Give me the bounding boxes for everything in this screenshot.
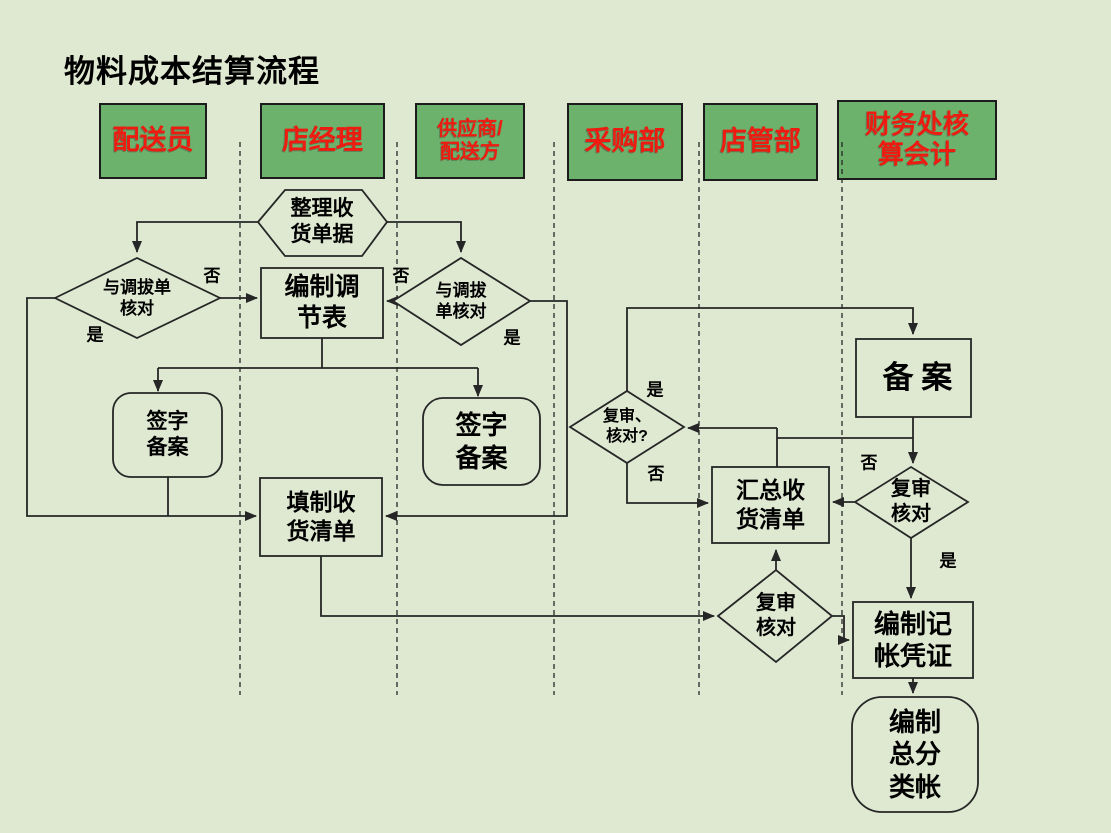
- label-check-transfer-left: 与调拔单 核对: [103, 277, 171, 318]
- edge-label-left-no: 否: [203, 266, 221, 286]
- edge-organize-to-right-check: [387, 221, 466, 253]
- edge-label-reviewq-yes: 是: [646, 380, 664, 400]
- label-fill-receiving-list: 填制收 货清单: [286, 489, 356, 544]
- page-title: 物料成本结算流程: [64, 54, 320, 89]
- rounded-sign-file-left: [112, 392, 223, 478]
- edge-label-right-no: 否: [392, 266, 410, 286]
- label-prepare-voucher: 编制记 帐凭证: [873, 608, 952, 672]
- lane-header-finance-accountant: 财务处核 算会计: [837, 100, 997, 180]
- edge-reviewq-yes-to-filing: [626, 307, 918, 391]
- rect-prepare-adjustment: [260, 267, 384, 339]
- label-organize-receipts: 整理收 货单据: [290, 196, 354, 246]
- label-prepare-general-ledger: 编制 总分 类帐: [888, 706, 941, 802]
- lane-divider-lines: [239, 142, 843, 695]
- label-sign-file-left: 签字 备案: [146, 409, 189, 459]
- edge-organize-to-left-check: [132, 221, 258, 253]
- lane-header-store-mgmt-dept: 店管部: [703, 103, 818, 181]
- label-sign-file-right: 签字 备案: [455, 410, 508, 473]
- hexagon-organize-receipts: [256, 189, 389, 257]
- lane-header-store-manager: 店经理: [260, 103, 385, 179]
- edge-label-reviewq-no: 否: [647, 464, 665, 484]
- diamond-check-transfer-right: [391, 256, 532, 347]
- rect-fill-receiving-list: [259, 477, 383, 557]
- diamond-review-check-finance: [853, 465, 970, 540]
- rounded-sign-file-right: [422, 397, 541, 486]
- rect-summary-receiving-list: [711, 466, 830, 544]
- edge-store-review-to-voucher: [832, 615, 850, 645]
- label-prepare-adjustment: 编制调 节表: [284, 272, 360, 332]
- label-filing: 备案: [882, 359, 960, 395]
- lane-header-delivery-staff: 配送员: [99, 103, 207, 179]
- rect-filing: [855, 338, 972, 418]
- edge-leftcheck-yes-to-fill-list: [26, 297, 257, 521]
- label-review-check-finance: 复审 核对: [891, 478, 931, 525]
- edge-rightcheck-yes-to-fill-list: [385, 300, 568, 521]
- edge-fill-list-to-store-review: [320, 556, 715, 621]
- label-summary-receiving-list: 汇总收 货清单: [736, 477, 805, 532]
- edge-label-right-yes: 是: [503, 328, 521, 348]
- lane-header-supplier: 供应商/ 配送方: [415, 103, 525, 179]
- label-review-check-question: 复审、 核对?: [602, 408, 651, 445]
- rect-prepare-voucher: [852, 601, 974, 679]
- edge-reviewq-no-to-summary: [626, 463, 709, 508]
- label-check-transfer-right: 与调拔 单核对: [435, 280, 487, 321]
- rounded-prepare-general-ledger: [851, 696, 979, 813]
- edge-label-finance-yes: 是: [939, 551, 957, 571]
- diamond-review-check-question: [568, 389, 686, 465]
- lane-header-purchasing-dept: 采购部: [567, 103, 683, 181]
- edge-label-left-yes: 是: [86, 325, 104, 345]
- label-review-check-store: 复审 核对: [756, 592, 796, 639]
- diamond-check-transfer-left: [52, 256, 223, 340]
- diamond-review-check-store: [716, 568, 834, 664]
- edge-label-finance-no: 否: [860, 453, 878, 473]
